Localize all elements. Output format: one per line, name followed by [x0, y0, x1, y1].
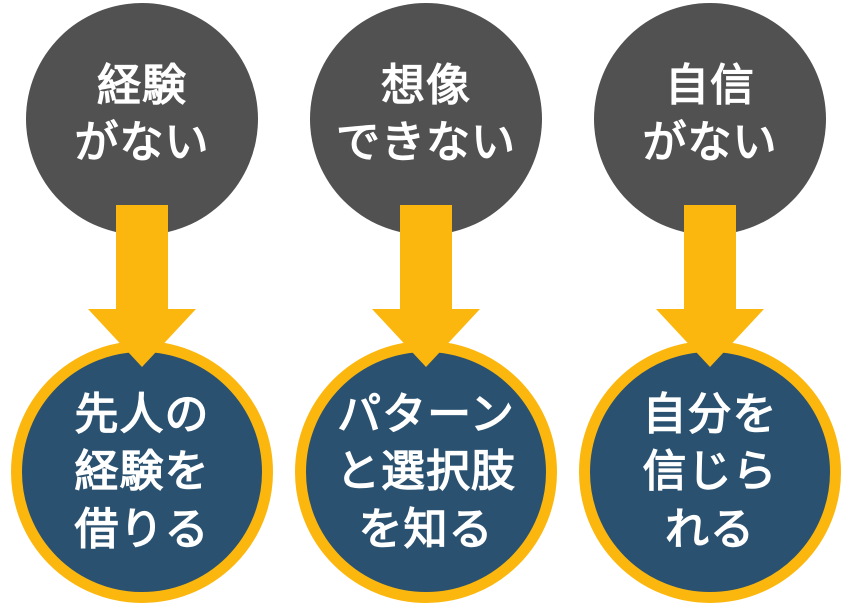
solution-label: 先人の 経験を 借りる	[74, 390, 210, 554]
diagram-column-3: 自信 がない 自分を 信じら れる	[568, 0, 852, 608]
problem-label: 経験 がない	[74, 60, 210, 167]
solution-label: パターン と選択肢 を知る	[336, 390, 516, 554]
arrow-head	[88, 309, 196, 367]
diagram-column-2: 想像 できない パターン と選択肢 を知る	[284, 0, 568, 608]
problem-circle: 自信 がない	[594, 3, 826, 235]
solution-circle: パターン と選択肢 を知る	[295, 341, 557, 603]
solution-circle: 自分を 信じら れる	[579, 341, 841, 603]
diagram-column-1: 経験 がない 先人の 経験を 借りる	[0, 0, 284, 608]
arrow-head	[372, 309, 480, 367]
arrow-stem	[400, 205, 452, 310]
problem-label: 想像 できない	[336, 60, 516, 167]
arrow-head	[656, 309, 764, 367]
arrow-stem	[684, 205, 736, 310]
solution-circle: 先人の 経験を 借りる	[11, 341, 273, 603]
arrow-stem	[116, 205, 168, 310]
problem-label: 自信 がない	[642, 60, 778, 167]
problem-circle: 想像 できない	[310, 3, 542, 235]
problem-circle: 経験 がない	[26, 3, 258, 235]
solution-label: 自分を 信じら れる	[642, 390, 778, 554]
